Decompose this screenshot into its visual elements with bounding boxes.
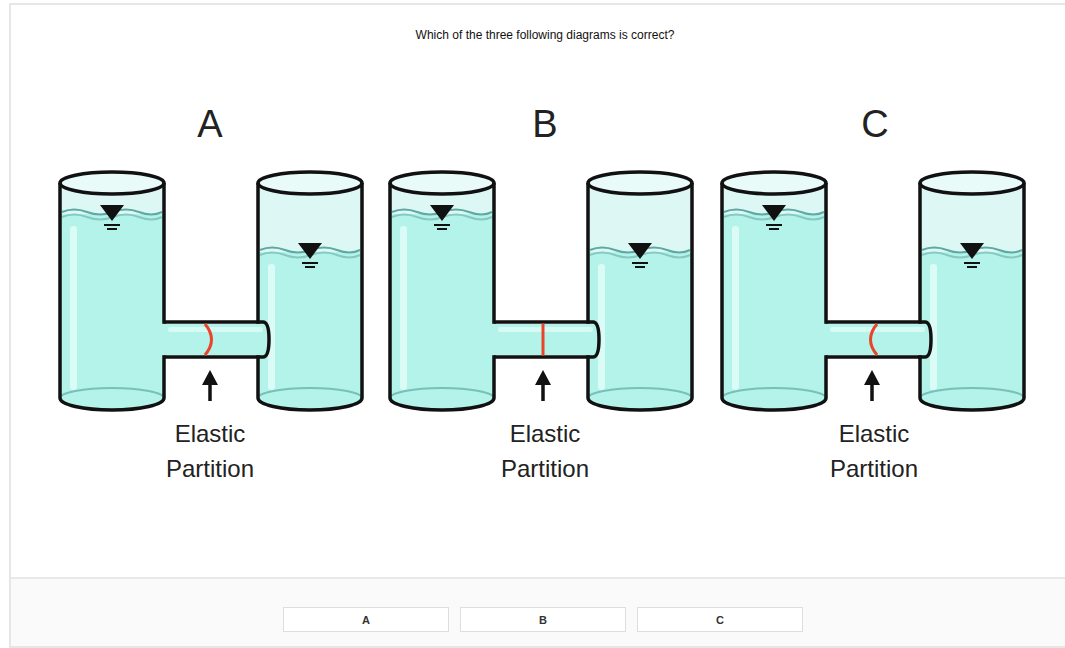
diagram-letter: B [505,101,585,147]
pointer-arrow [202,370,218,401]
label-text: A [170,101,250,147]
pointer-arrow [535,370,551,401]
partition-label: Elastic Partition [145,416,275,486]
elastic-partition [205,324,212,355]
tank-pair [722,172,1024,410]
pointer-arrow [864,370,880,401]
elastic-partition [542,324,545,356]
partition-label: Elastic Partition [809,416,939,486]
answer-button: A [283,607,449,632]
answer-button: C [637,607,803,632]
tank-pair [60,172,362,410]
button-bar [11,578,1065,646]
label-text: C [835,101,915,147]
label-text: Elastic Partition [809,416,939,486]
diagram-letter: A [170,101,250,147]
button-text: C [716,614,724,626]
button-text: A [362,614,370,626]
diagram-letter: C [835,101,915,147]
label-text: Elastic Partition [480,416,610,486]
label-text: B [505,101,585,147]
divider-line [11,577,1065,579]
question-title: Which of the three following diagrams is… [20,28,1065,42]
tank-pair [390,172,692,410]
partition-label: Elastic Partition [480,416,610,486]
label-text: Elastic Partition [145,416,275,486]
elastic-partition [871,324,878,355]
title-text: Which of the three following diagrams is… [20,28,1065,42]
button-text: B [539,614,547,626]
answer-button: B [460,607,626,632]
page-frame [10,4,1065,647]
